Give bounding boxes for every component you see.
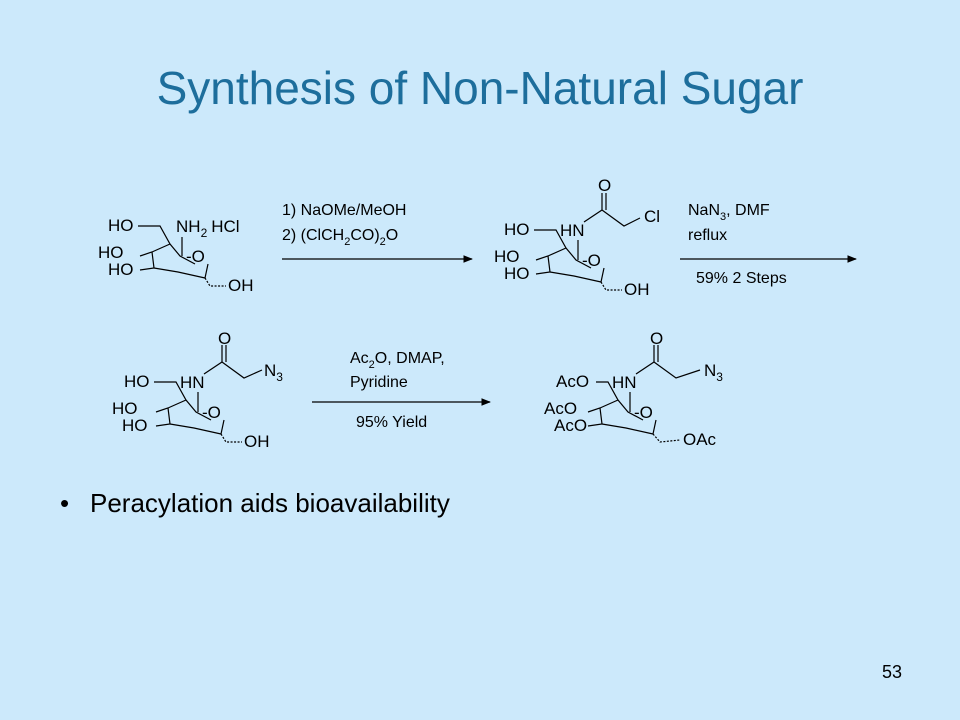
reaction-step-1: 1) NaOMe/MeOH 2) (ClCH2CO)2O <box>282 202 473 263</box>
yield-label: 59% 2 Steps <box>696 270 787 287</box>
slide-title: Synthesis of Non-Natural Sugar <box>156 62 804 114</box>
page-number: 53 <box>881 662 902 682</box>
acetoxy-label: AcO <box>554 416 587 435</box>
hydroxyl-label: HO <box>108 216 134 235</box>
condition-line: Pyridine <box>350 374 408 391</box>
ring-oxygen-label: -O <box>634 403 653 422</box>
hydroxyl-label: OH <box>244 432 270 451</box>
ring-oxygen-label: -O <box>202 403 221 422</box>
bullet-dot: • <box>60 488 70 518</box>
condition-line: 2) (ClCH2CO)2O <box>282 227 398 248</box>
hydroxyl-label: HO <box>98 243 124 262</box>
amide-nh-label: HN <box>612 373 637 392</box>
carbonyl-oxygen-label: O <box>650 329 663 348</box>
hydroxyl-label: HO <box>494 247 520 266</box>
hydroxyl-label: OH <box>228 276 254 295</box>
condition-line: reflux <box>688 227 727 244</box>
acetoxy-label: AcO <box>556 372 589 391</box>
hydroxyl-label: HO <box>122 416 148 435</box>
hydroxyl-label: HO <box>124 372 150 391</box>
chloro-label: Cl <box>644 207 660 226</box>
yield-label: 95% Yield <box>356 414 427 431</box>
carbonyl-oxygen-label: O <box>598 176 611 195</box>
reaction-step-2: NaN3, DMF reflux 59% 2 Steps <box>680 202 857 287</box>
bullet-point: • Peracylation aids bioavailability <box>60 488 450 519</box>
condition-line: Ac2O, DMAP, <box>350 350 445 371</box>
amide-nh-label: HN <box>180 373 205 392</box>
azide-label: N3 <box>264 361 283 384</box>
ring-oxygen-label: -O <box>582 251 601 270</box>
acetoxy-label: AcO <box>544 399 577 418</box>
condition-line: 1) NaOMe/MeOH <box>282 202 406 219</box>
reaction-step-3: Ac2O, DMAP, Pyridine 95% Yield <box>312 350 491 431</box>
molecule-chloroacetamide: O HO HN Cl HO HO -O OH <box>494 176 660 299</box>
condition-line: NaN3, DMF <box>688 202 770 223</box>
molecule-peracetylated-product: O AcO HN N3 AcO AcO -O OAc <box>544 329 723 449</box>
hydroxyl-label: HO <box>112 399 138 418</box>
amide-nh-label: HN <box>560 221 585 240</box>
molecule-azidoacetamide: O HO HN N3 HO HO -O OH <box>112 329 283 451</box>
carbonyl-oxygen-label: O <box>218 329 231 348</box>
hydroxyl-label: OH <box>624 280 650 299</box>
hydroxyl-label: HO <box>504 264 530 283</box>
hydroxyl-label: HO <box>504 220 530 239</box>
azide-label: N3 <box>704 361 723 384</box>
acetoxy-label: OAc <box>683 430 717 449</box>
ring-bonds <box>138 225 226 287</box>
hydroxyl-label: HO <box>108 260 134 279</box>
ring-oxygen-label: -O <box>186 247 205 266</box>
bullet-text: Peracylation aids bioavailability <box>90 488 450 518</box>
